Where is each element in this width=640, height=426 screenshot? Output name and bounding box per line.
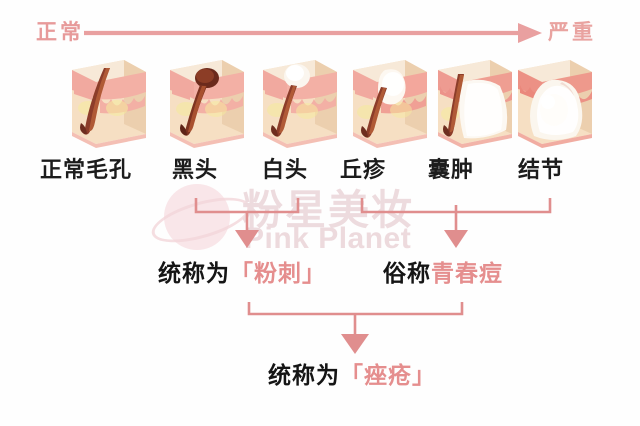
arrow-head-comedo — [235, 230, 259, 248]
skin-diagram-blackhead — [170, 60, 244, 148]
bracket-acne — [247, 302, 464, 316]
stage-label-row: 正常毛孔 黑头 白头 丘疹 囊肿 结节 — [0, 152, 640, 186]
severity-left-label: 正常 — [36, 20, 84, 44]
bottom-conclusion-row: 统称为「痤疮」 — [0, 356, 640, 390]
skin-diagram-whitehead — [263, 60, 337, 148]
stage-label-cyst: 囊肿 — [428, 158, 475, 183]
skin-diagram-papule — [353, 60, 427, 148]
arrow-head-acne — [341, 334, 369, 354]
skin-diagram-cyst — [438, 60, 512, 148]
comedo-term: 「粉刺」 — [230, 261, 326, 287]
comedo-prefix: 统称为 — [158, 261, 230, 287]
skin-diagram-nodule — [518, 60, 592, 148]
pimple-prefix: 俗称 — [383, 261, 431, 287]
pimple-term: 青春痘 — [431, 261, 503, 287]
stage-label-normal-pore: 正常毛孔 — [40, 158, 133, 183]
arrow-head-pimple — [444, 230, 468, 248]
pimple-statement: 俗称青春痘 — [383, 254, 503, 288]
comedo-statement: 统称为「粉刺」 — [158, 254, 326, 288]
severity-right-label: 严重 — [548, 20, 596, 44]
severity-scale-row: 正常 严重 — [0, 8, 640, 52]
stage-label-blackhead: 黑头 — [172, 158, 219, 183]
acne-statement: 统称为「痤疮」 — [268, 356, 436, 390]
stage-label-whitehead: 白头 — [262, 158, 309, 183]
stage-label-nodule: 结节 — [518, 158, 565, 183]
stage-label-papule: 丘疹 — [340, 158, 387, 183]
severity-arrow-icon — [84, 23, 542, 43]
skin-illustration-row — [0, 52, 640, 152]
acne-term: 「痤疮」 — [340, 363, 436, 389]
acne-prefix: 统称为 — [268, 363, 340, 389]
mid-conclusion-row: 统称为「粉刺」 俗称青春痘 — [0, 254, 640, 288]
skin-diagram-normal-pore — [72, 60, 146, 148]
bracket-comedo — [194, 198, 300, 214]
